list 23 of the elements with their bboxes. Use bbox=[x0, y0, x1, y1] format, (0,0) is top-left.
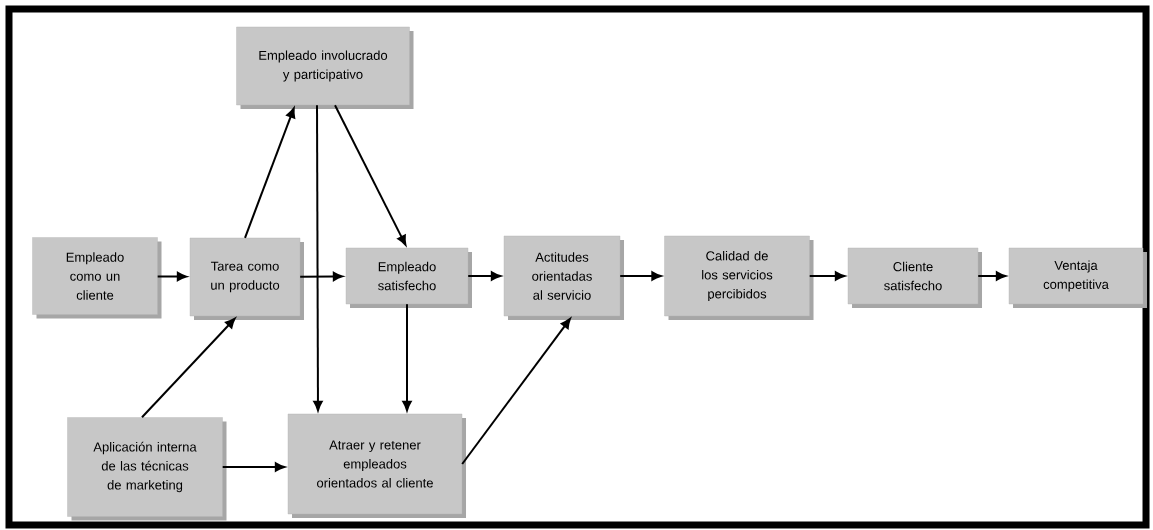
arrow bbox=[244, 107, 296, 239]
arrow bbox=[156, 271, 188, 282]
arrow bbox=[141, 317, 236, 419]
arrow bbox=[402, 303, 412, 412]
arrow bbox=[221, 462, 286, 472]
process-box: Empleado satisfecho bbox=[345, 247, 472, 308]
arrow bbox=[461, 318, 571, 465]
arrow bbox=[977, 271, 1007, 281]
process-box: Calidad de los servicios percibidos bbox=[664, 235, 814, 320]
process-box: Aplicación interna de las técnicas de marketing bbox=[67, 417, 227, 521]
process-box: Actitudes orientadas al servicio bbox=[503, 235, 624, 320]
arrow bbox=[467, 271, 502, 281]
process-box: Cliente satisfecho bbox=[847, 247, 982, 308]
arrow bbox=[299, 271, 344, 282]
process-box: Tarea como un producto bbox=[189, 237, 304, 320]
arrow bbox=[619, 271, 662, 281]
process-box: Empleado involucrado y participativo bbox=[236, 26, 414, 109]
arrow bbox=[313, 104, 323, 412]
arrow bbox=[808, 271, 846, 281]
process-box: Ventaja competitiva bbox=[1008, 247, 1147, 308]
process-box: Empleado como un cliente bbox=[32, 237, 162, 319]
arrow bbox=[334, 104, 407, 246]
process-box: Atraer y retener empleados orientados al cliente bbox=[287, 413, 466, 518]
